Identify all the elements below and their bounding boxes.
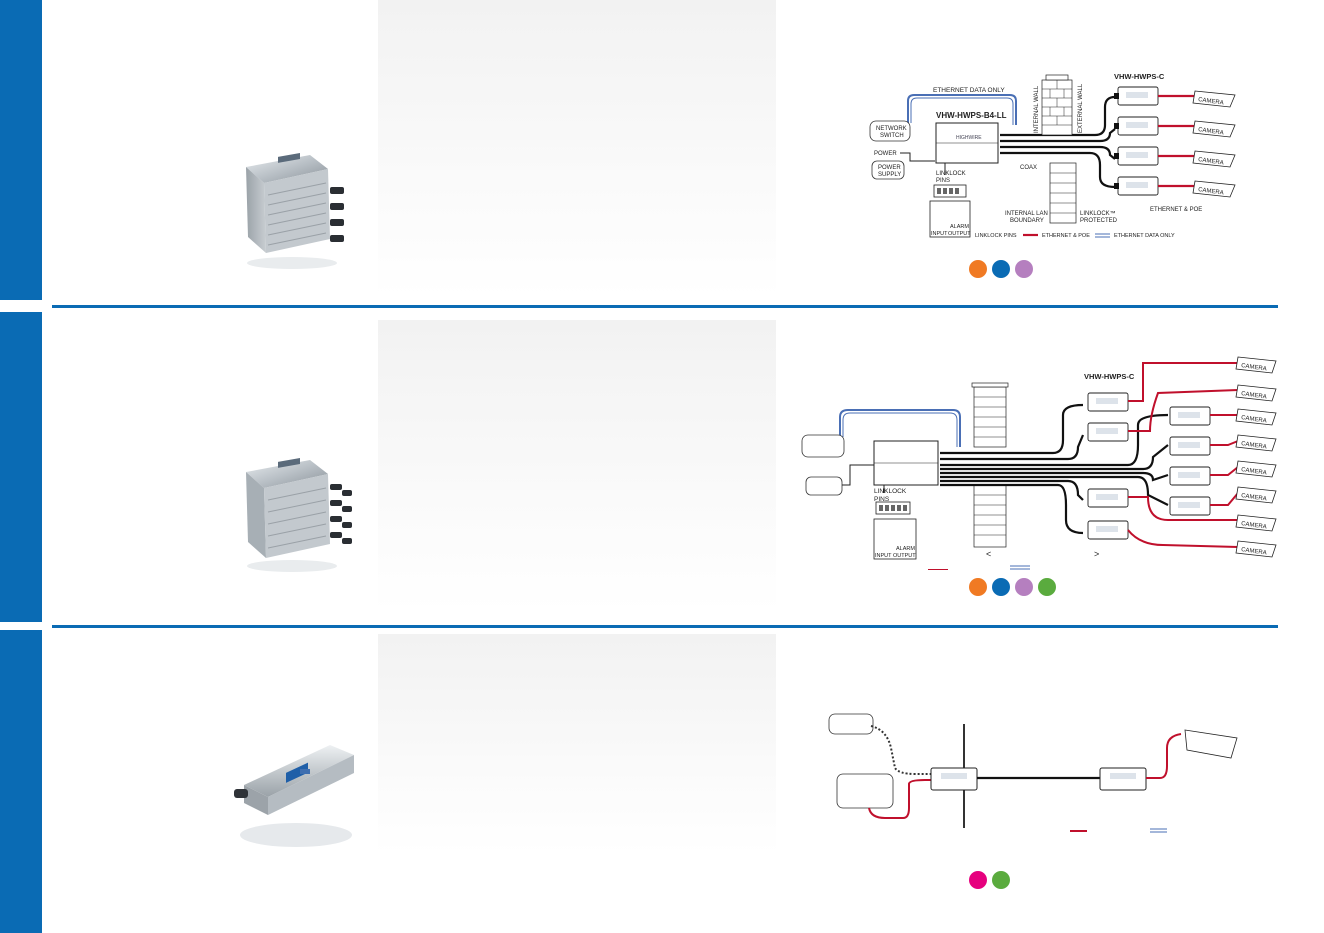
svg-text:CAMERA: CAMERA — [1241, 521, 1267, 531]
network-switch-box — [801, 434, 845, 458]
power-supply-box — [805, 476, 843, 496]
compatibility-dots-1 — [969, 260, 1033, 278]
svg-text:SWITCH: SWITCH — [880, 133, 904, 139]
svg-text:>: > — [1094, 549, 1099, 559]
svg-text:CAMERA: CAMERA — [1241, 363, 1267, 373]
description-panel-2 — [378, 320, 776, 612]
product-image-single — [234, 745, 354, 847]
network-switch-box — [828, 713, 874, 735]
svg-text:ETHERNET & POE: ETHERNET & POE — [1150, 207, 1202, 213]
product-image-4-port — [246, 153, 344, 269]
svg-text:PINS: PINS — [874, 496, 890, 503]
power-supply-box — [836, 773, 894, 809]
svg-text:OUTPUT: OUTPUT — [948, 231, 971, 237]
svg-text:CAMERA: CAMERA — [1241, 467, 1267, 477]
dot — [1038, 578, 1056, 596]
svg-text:INTERNAL LAN: INTERNAL LAN — [1005, 211, 1048, 217]
power-supply-box — [871, 160, 905, 180]
svg-text:ALARM: ALARM — [950, 224, 969, 230]
svg-text:OUTPUT: OUTPUT — [893, 553, 916, 559]
compatibility-dots-3 — [969, 871, 1010, 889]
svg-text:CAMERA: CAMERA — [1241, 493, 1267, 503]
svg-text:INPUT: INPUT — [875, 553, 892, 559]
svg-text:CAMERA: CAMERA — [1241, 441, 1267, 451]
svg-text:HIGHWIRE: HIGHWIRE — [956, 135, 982, 141]
section-divider-1 — [52, 305, 1278, 308]
product-image-8-port — [246, 458, 352, 572]
wiring-diagram-2: LINKLOCK PINS INPUT OUTPUT ALARM VHW-HWP… — [801, 356, 1277, 570]
svg-text:ALARM: ALARM — [896, 546, 915, 552]
svg-text:CAMERA: CAMERA — [1241, 547, 1267, 557]
compatibility-dots-2 — [969, 578, 1056, 596]
main-device-label: VHW-HWPS-B4-LL — [936, 111, 1007, 120]
dot — [969, 260, 987, 278]
description-panel-3 — [378, 634, 776, 854]
svg-text:BOUNDARY: BOUNDARY — [1010, 218, 1044, 224]
dot — [992, 260, 1010, 278]
svg-text:POWER: POWER — [878, 165, 901, 171]
wiring-diagram-3 — [828, 713, 1238, 833]
dot — [1015, 578, 1033, 596]
svg-text:LINKLOCK™: LINKLOCK™ — [1080, 210, 1116, 217]
svg-text:LINKLOCK: LINKLOCK — [874, 488, 907, 495]
legend-linklock-pins: LINKLOCK PINS — [975, 233, 1017, 239]
svg-text:<: < — [986, 549, 991, 559]
section-tab-3 — [0, 630, 42, 933]
ethernet-data-only-label: ETHERNET DATA ONLY — [933, 87, 1005, 94]
svg-text:CAMERA: CAMERA — [1198, 187, 1224, 197]
svg-text:SUPPLY: SUPPLY — [878, 172, 901, 178]
dot — [969, 578, 987, 596]
remote-device-label: VHW-HWPS-C — [1114, 72, 1165, 81]
svg-text:POWER: POWER — [874, 151, 897, 157]
svg-text:PROTECTED: PROTECTED — [1080, 218, 1118, 224]
svg-text:LINKLOCK: LINKLOCK — [936, 171, 966, 177]
svg-text:CAMERA: CAMERA — [1241, 415, 1267, 425]
svg-text:CAMERA: CAMERA — [1241, 391, 1267, 401]
description-panel-1 — [378, 0, 776, 298]
dot — [992, 578, 1010, 596]
svg-text:INTERNAL WALL: INTERNAL WALL — [1034, 85, 1040, 133]
svg-text:CAMERA: CAMERA — [1198, 97, 1224, 107]
network-switch-box — [869, 120, 911, 142]
section-tab-2 — [0, 312, 42, 622]
wiring-diagram-1: ETHERNET DATA ONLY NETWORK SWITCH POWER … — [869, 72, 1236, 239]
section-tab-1 — [0, 0, 42, 300]
svg-text:INPUT: INPUT — [931, 231, 948, 237]
dot — [1015, 260, 1033, 278]
svg-text:CAMERA: CAMERA — [1198, 127, 1224, 137]
legend-ethernet-data: ETHERNET DATA ONLY — [1114, 233, 1175, 239]
svg-text:CAMERA: CAMERA — [1198, 157, 1224, 167]
dot — [992, 871, 1010, 889]
svg-text:NETWORK: NETWORK — [876, 126, 907, 132]
legend-ethernet-poe: ETHERNET & POE — [1042, 233, 1090, 239]
svg-text:PINS: PINS — [936, 178, 950, 184]
section-divider-2 — [52, 625, 1278, 628]
svg-text:COAX: COAX — [1020, 165, 1037, 171]
svg-text:EXTERNAL WALL: EXTERNAL WALL — [1078, 83, 1084, 133]
remote-device-label: VHW-HWPS-C — [1084, 372, 1135, 381]
dot — [969, 871, 987, 889]
camera-icon — [1184, 729, 1238, 759]
